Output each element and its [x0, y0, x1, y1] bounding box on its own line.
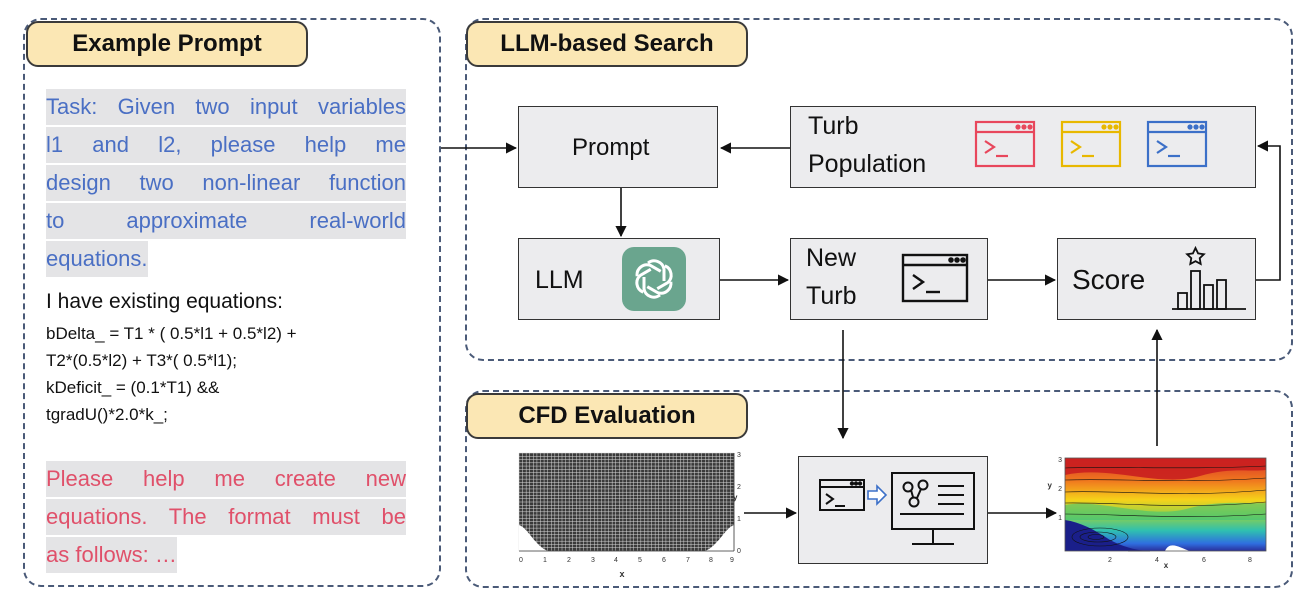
new-turb-box [790, 238, 988, 320]
code-line: T2*(0.5*l2) + T3*( 0.5*l1); [46, 351, 238, 370]
code-line: tgradU()*2.0*k_; [46, 405, 168, 424]
mesh-plot [518, 452, 735, 552]
field-x-tick: 8 [1248, 557, 1252, 564]
cfd-evaluation-title: CFD Evaluation [466, 393, 748, 439]
field-x-tick: 6 [1202, 557, 1206, 564]
mesh-x-tick: 6 [662, 557, 666, 564]
mesh-y-tick: 2 [737, 484, 741, 491]
mesh-x-tick: 5 [638, 557, 642, 564]
equation-code: bDelta_ = T1 * ( 0.5*l1 + 0.5*l2) + T2*(… [46, 322, 297, 426]
task-line: Task: Given two input variables [46, 89, 406, 125]
mesh-x-ticks: 0 1 2 3 4 5 6 7 8 9 x [519, 557, 734, 579]
mesh-y-tick: 1 [737, 516, 741, 523]
request-line: equations. The format must be [46, 499, 406, 535]
field-x-axis-label: x [1164, 561, 1169, 570]
request-line: as follows: … [46, 537, 177, 573]
turb-population-box [790, 106, 1256, 188]
task-line: l1 and l2, please help me [46, 127, 406, 163]
request-paragraph: Please help me create new equations. The… [46, 461, 406, 575]
score-label: Score [1072, 264, 1146, 295]
field-y-tick: 3 [1058, 457, 1062, 464]
mesh-x-tick: 9 [730, 557, 734, 564]
request-line: Please help me create new [46, 461, 406, 497]
computer-workflow-icon [891, 472, 975, 545]
example-prompt-panel [23, 18, 441, 587]
terminal-icon-black [901, 253, 969, 303]
llm-box [518, 238, 720, 320]
mesh-x-tick: 3 [591, 557, 595, 564]
task-line: design two non-linear function [46, 165, 406, 201]
mesh-x-tick: 7 [686, 557, 690, 564]
terminal-icon-yellow [1060, 120, 1122, 168]
field-y-axis-label: y [1048, 481, 1053, 490]
task-line: to approximate real-world [46, 203, 406, 239]
turb-population-label-line1: Turb [808, 112, 859, 140]
mesh-x-tick: 2 [567, 557, 571, 564]
terminal-icon-blue [1146, 120, 1208, 168]
field-y-tick: 1 [1058, 515, 1062, 522]
terminal-icon-red [974, 120, 1036, 168]
hollow-arrow-icon [867, 484, 888, 506]
code-line: bDelta_ = T1 * ( 0.5*l1 + 0.5*l2) + [46, 324, 297, 343]
cfd-evaluation-panel [465, 390, 1293, 588]
prompt-box [518, 106, 718, 188]
prompt-label: Prompt [572, 134, 650, 161]
evaluation-terminal-icon [819, 479, 865, 511]
llm-search-panel [465, 18, 1293, 361]
mesh-y-tick: 3 [737, 452, 741, 459]
example-prompt-title: Example Prompt [26, 21, 308, 67]
mesh-x-tick: 8 [709, 557, 713, 564]
field-x-tick: 4 [1155, 557, 1159, 564]
task-line: equations. [46, 241, 148, 277]
field-x-ticks: 2 4 6 8 x [1108, 557, 1252, 570]
field-y-ticks: 1 2 3 y [1048, 457, 1063, 522]
mesh-x-tick: 0 [519, 557, 523, 564]
existing-equations-heading: I have existing equations: [46, 290, 283, 313]
field-x-tick: 2 [1108, 557, 1112, 564]
flow-field-plot [1064, 457, 1267, 552]
mesh-y-tick: 0 [737, 548, 741, 555]
mesh-y-ticks: 0 1 2 3 y [733, 452, 741, 555]
mesh-x-tick: 1 [543, 557, 547, 564]
new-turb-label-line2: Turb [806, 282, 857, 310]
arrow-score-to-population [1256, 140, 1281, 281]
openai-logo-icon [622, 247, 686, 311]
new-turb-label-line1: New [806, 244, 857, 272]
turb-population-label-line2: Population [808, 150, 927, 178]
score-box [1057, 238, 1256, 320]
code-line: kDeficit_ = (0.1*T1) && [46, 378, 220, 397]
task-paragraph: Task: Given two input variables l1 and l… [46, 89, 406, 279]
llm-label: LLM [535, 266, 584, 294]
mesh-x-axis-label: x [619, 569, 624, 579]
llm-search-title: LLM-based Search [466, 21, 748, 67]
mesh-y-axis-label: y [733, 493, 738, 502]
score-chart-icon [1172, 245, 1246, 310]
mesh-x-tick: 4 [614, 557, 618, 564]
field-y-tick: 2 [1058, 486, 1062, 493]
